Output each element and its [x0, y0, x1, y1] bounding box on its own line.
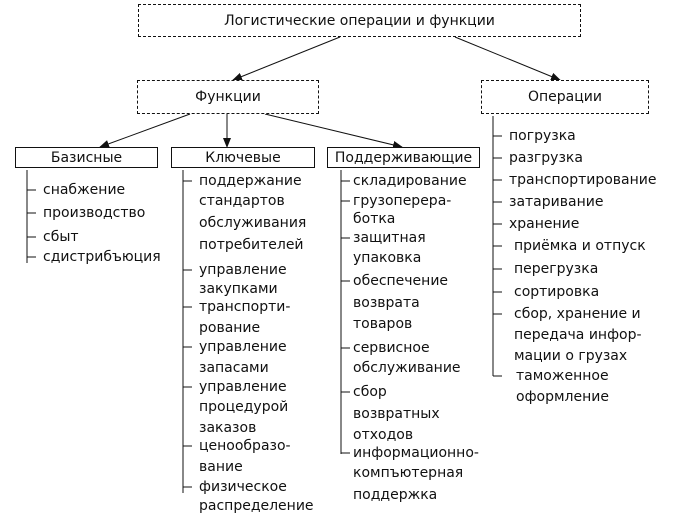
- basic-title: Базисные: [50, 149, 123, 166]
- supporting-item-3-line: защитная: [353, 230, 426, 246]
- operations-node: Операции: [481, 80, 649, 114]
- root-node: Логистические операции и функции: [138, 4, 581, 37]
- key-item-7-line: распределение: [199, 498, 314, 514]
- operations-item-9-line: сбор, хранение и: [514, 306, 641, 322]
- supporting-item-6-line: возвратных: [353, 406, 440, 422]
- supporting-item-2-line: грузоперера-: [353, 193, 452, 209]
- key-item-2-line: управление: [199, 262, 287, 278]
- key-item-1-line: потребителей: [199, 237, 304, 253]
- arrow-root-to-functions: [232, 36, 341, 81]
- operations-item-2-line: разгрузка: [509, 150, 583, 166]
- key-item-6-line: вание: [199, 459, 243, 475]
- operations-item-8-line: сортировка: [514, 284, 600, 300]
- arrow-functions-to-supporting: [264, 113, 403, 149]
- operations-item-10-line: таможенное: [516, 368, 609, 384]
- operations-title: Операции: [528, 89, 602, 105]
- supporting-item-7-line: компъютерная: [353, 465, 464, 481]
- key-item-3-line: рование: [199, 320, 261, 336]
- supporting-item-5-line: сервисное: [353, 340, 430, 356]
- key-item-1-line: обслуживания: [199, 215, 307, 231]
- basic-list-item: сбыт: [43, 229, 79, 245]
- arrow-functions-to-basic: [99, 113, 191, 148]
- root-title: Логистические операции и функции: [224, 12, 495, 29]
- operations-item-3-line: транспортирование: [509, 172, 657, 188]
- functions-title: Функции: [195, 89, 261, 105]
- basic-node: Базисные: [15, 147, 158, 168]
- supporting-item-4-line: обеспечение: [353, 273, 449, 289]
- supporting-item-7-line: информационно-: [353, 445, 479, 461]
- basic-list-item: производство: [43, 205, 146, 221]
- supporting-item-3-line: упаковка: [353, 250, 422, 266]
- key-title: Ключевые: [205, 149, 281, 166]
- supporting-item-2-line: ботка: [353, 211, 396, 227]
- basic-list-item: сдистрибъюция: [43, 249, 161, 265]
- key-item-3-line: транспорти-: [199, 299, 291, 315]
- operations-item-4-line: затаривание: [509, 194, 604, 210]
- supporting-item-6-line: сбор: [353, 384, 387, 400]
- key-item-1-line: поддержание: [199, 173, 302, 189]
- key-item-6-line: ценообразо-: [199, 438, 291, 454]
- key-item-7-line: физическое: [199, 479, 287, 495]
- arrow-root-to-operations: [454, 36, 561, 81]
- supporting-item-4-line: возврата: [353, 295, 420, 311]
- functions-node: Функции: [137, 80, 319, 114]
- operations-item-9-line: передача инфор-: [514, 327, 642, 343]
- operations-item-7-line: перегрузка: [514, 261, 599, 277]
- basic-list-item: снабжение: [43, 182, 126, 198]
- key-item-1-line: стандартов: [199, 193, 285, 209]
- key-node: Ключевые: [171, 147, 315, 168]
- operations-item-9-line: мации о грузах: [514, 348, 628, 364]
- supporting-title: Поддерживающие: [334, 149, 473, 166]
- supporting-node: Поддерживающие: [327, 147, 480, 168]
- supporting-item-7-line: поддержка: [353, 487, 438, 503]
- supporting-item-6-line: отходов: [353, 427, 414, 443]
- operations-item-6-line: приёмка и отпуск: [514, 238, 646, 254]
- key-item-5-line: заказов: [199, 420, 257, 436]
- supporting-item-1-line: складирование: [353, 173, 467, 189]
- supporting-item-5-line: обслуживание: [353, 360, 461, 376]
- operations-item-10-line: оформление: [516, 389, 609, 405]
- supporting-item-4-line: товаров: [353, 316, 413, 332]
- key-item-5-line: процедурой: [199, 399, 289, 415]
- key-item-4-line: управление: [199, 339, 287, 355]
- operations-item-1-line: погрузка: [509, 128, 576, 144]
- operations-item-5-line: хранение: [509, 216, 580, 232]
- key-item-4-line: запасами: [199, 360, 269, 376]
- key-item-2-line: закупками: [199, 281, 278, 297]
- key-item-5-line: управление: [199, 379, 287, 395]
